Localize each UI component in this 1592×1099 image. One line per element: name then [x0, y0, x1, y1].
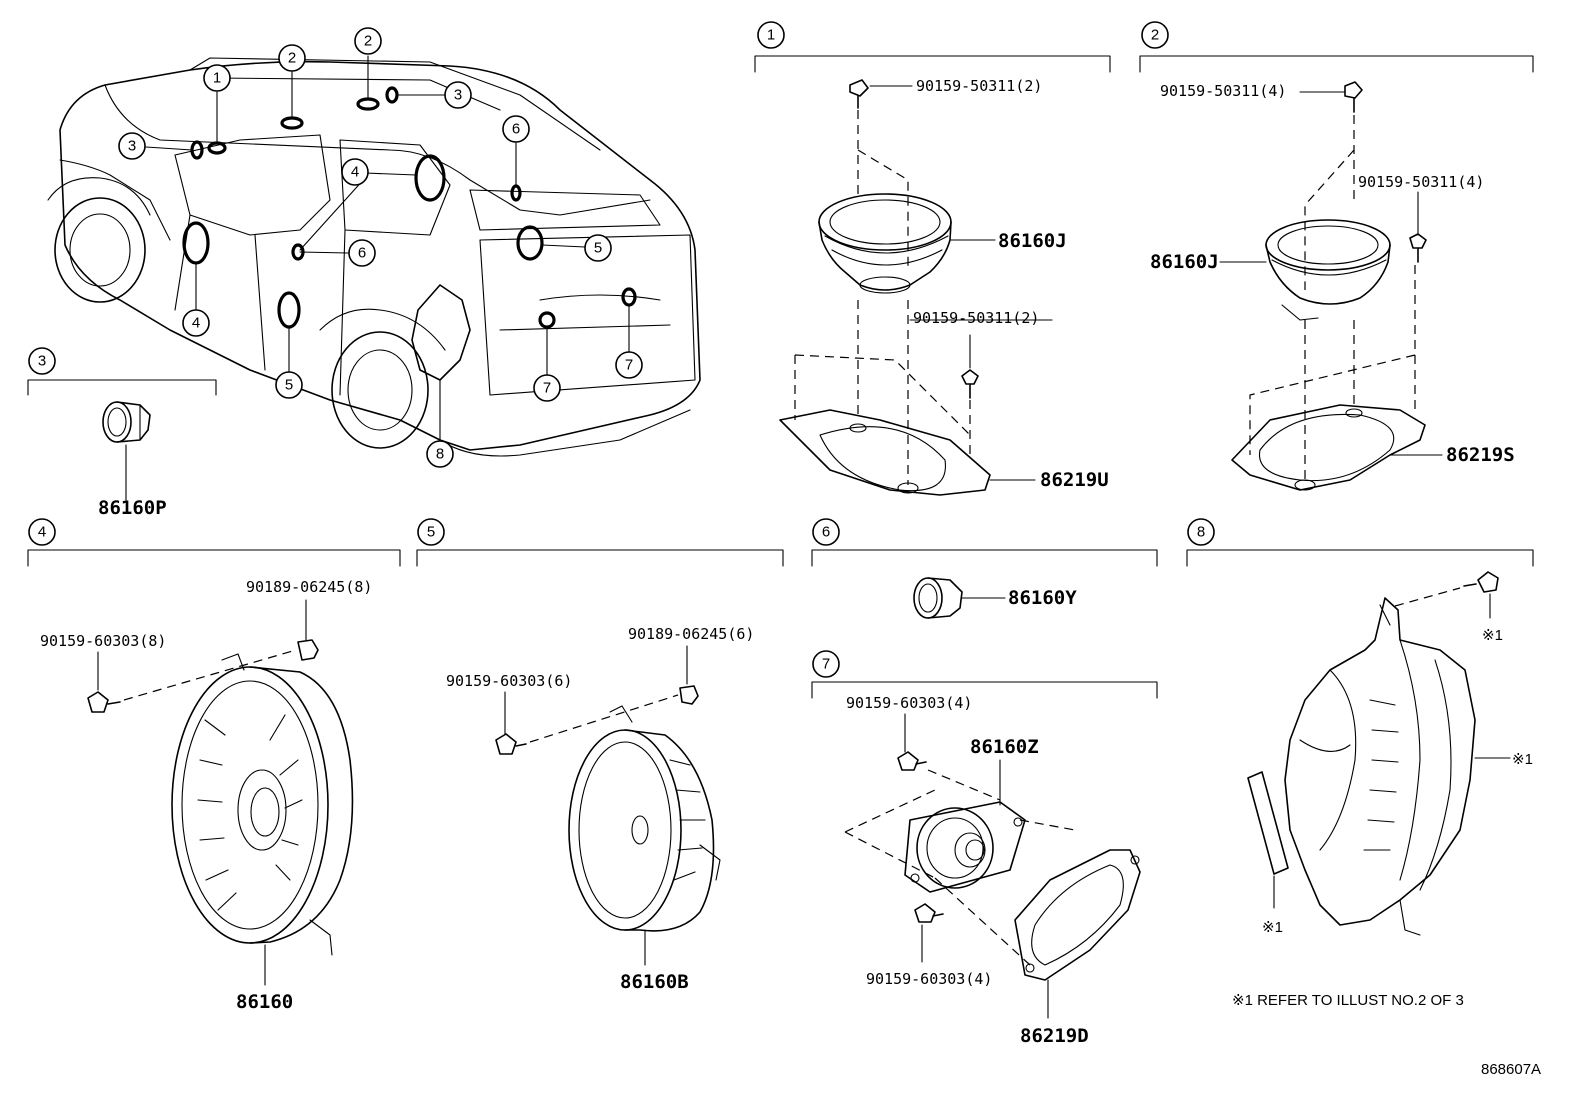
part-86160B: 86160B [620, 971, 689, 993]
screw-90159-50311-2-top: 90159-50311(2) [916, 77, 1042, 95]
part-86219U: 86219U [1040, 469, 1109, 491]
callout-2: 2 [354, 27, 382, 55]
part-86160P: 86160P [98, 497, 167, 519]
svg-text:6: 6 [512, 121, 520, 138]
callout-1: 1 [203, 64, 231, 92]
part-86160Y: 86160Y [1008, 587, 1077, 609]
callout-6: 6 [502, 115, 530, 143]
section-7-speaker: 7 90159-60303(4) 86160Z 90159-60303(4) 8… [811, 650, 1158, 1047]
part-86160Z: 86160Z [970, 736, 1039, 758]
callout-3: 3 [118, 132, 146, 160]
callout-7: 7 [533, 374, 561, 402]
svg-text:3: 3 [38, 353, 46, 370]
part-86219D: 86219D [1020, 1025, 1089, 1047]
callout-4: 4 [182, 309, 210, 337]
callout-7: 7 [615, 351, 643, 379]
screw-90159-60303-4-bottom: 90159-60303(4) [866, 970, 992, 988]
part-86160: 86160 [236, 991, 293, 1013]
part-86160J-rear: 86160J [1150, 251, 1219, 273]
ref-mark-1-pad: ※1 [1262, 919, 1283, 936]
section-3-tweeter: 3 86160P [27, 347, 217, 519]
section-2-rear-speaker: 2 90159-50311(4) 90159-50311(4) 86160J 8… [1139, 21, 1534, 491]
svg-text:5: 5 [594, 240, 602, 257]
svg-text:3: 3 [128, 138, 136, 155]
callout-6: 6 [348, 239, 376, 267]
svg-text:1: 1 [767, 27, 775, 44]
callout-5: 5 [275, 371, 303, 399]
svg-text:4: 4 [192, 315, 200, 332]
part-86160J-front: 86160J [998, 230, 1067, 252]
screw-90159-50311-4-side: 90159-50311(4) [1358, 173, 1484, 191]
part-86219S: 86219S [1446, 444, 1515, 466]
screw-90159-60303-8: 90159-60303(8) [40, 632, 166, 650]
svg-text:5: 5 [285, 377, 293, 394]
illustration-id: 868607A [1481, 1061, 1541, 1078]
ref-mark-1-bolt: ※1 [1482, 627, 1503, 644]
svg-text:2: 2 [364, 33, 372, 50]
clip-90189-06245-8: 90189-06245(8) [246, 578, 372, 596]
screw-90159-60303-4-top: 90159-60303(4) [846, 694, 972, 712]
callout-4: 4 [341, 158, 369, 186]
section-8-subwoofer: 8 ※1 ※1 ※1 ※1 REFER TO ILLUST NO.2 OF 3 [1186, 518, 1534, 1009]
svg-text:6: 6 [358, 245, 366, 262]
ref-mark-1-box: ※1 [1512, 751, 1533, 768]
section-1-front-speaker: 1 90159-50311(2) 86160J 90159-50311(2) [754, 21, 1111, 496]
section-6-tweeter: 6 86160Y [811, 518, 1158, 619]
svg-text:8: 8 [1197, 524, 1205, 541]
svg-text:1: 1 [213, 70, 221, 87]
screw-90159-50311-4-top: 90159-50311(4) [1160, 82, 1286, 100]
screw-90159-60303-6: 90159-60303(6) [446, 672, 572, 690]
svg-text:5: 5 [427, 524, 435, 541]
svg-text:2: 2 [1151, 27, 1159, 44]
section-5-rear-door-speaker: 5 90189-06245(6) 90159-60303(6) 86160B [416, 518, 784, 993]
svg-text:7: 7 [625, 357, 633, 374]
screw-90159-50311-2-mid: 90159-50311(2) [913, 309, 1039, 327]
svg-text:8: 8 [436, 446, 444, 463]
vehicle-overview: 1 2 2 3 3 4 4 5 5 6 6 7 7 8 [47, 27, 701, 468]
callout-8: 8 [426, 440, 454, 468]
section-4-door-speaker: 4 90189-06245(8) 90159-60303(8) 86160 [27, 518, 401, 1013]
svg-text:7: 7 [543, 380, 551, 397]
refer-note: ※1 REFER TO ILLUST NO.2 OF 3 [1232, 992, 1464, 1009]
svg-text:2: 2 [288, 50, 296, 67]
callout-2: 2 [278, 44, 306, 72]
svg-text:4: 4 [351, 164, 359, 181]
svg-text:3: 3 [454, 87, 462, 104]
callout-5: 5 [584, 234, 612, 262]
callout-3: 3 [444, 81, 472, 109]
svg-text:6: 6 [822, 524, 830, 541]
svg-text:4: 4 [38, 524, 46, 541]
svg-text:7: 7 [822, 656, 830, 673]
clip-90189-06245-6: 90189-06245(6) [628, 625, 754, 643]
